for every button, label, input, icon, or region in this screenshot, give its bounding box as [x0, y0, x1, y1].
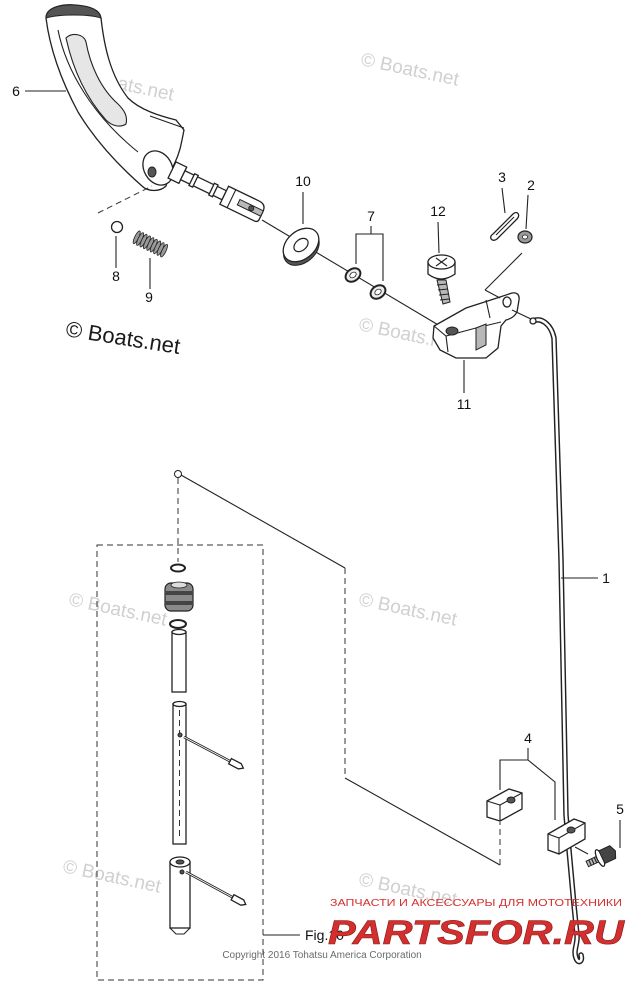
- assembly-line: [484, 289, 501, 299]
- callout-3[interactable]: 3: [498, 169, 506, 185]
- part-9-spring: [132, 230, 168, 258]
- callout-6[interactable]: 6: [12, 83, 20, 99]
- assembly-line: [574, 846, 589, 855]
- part-1-rod: [529, 317, 585, 965]
- assembly-line: [344, 777, 501, 866]
- callout-11[interactable]: 11: [457, 396, 472, 412]
- part-12-screw: [427, 254, 456, 305]
- partsfor-logo: ЗАПЧАСТИ И АКСЕССУАРЫ ДЛЯ МОТОТЕХНИКИ PA…: [328, 898, 626, 952]
- part-5-bolt: [585, 845, 617, 868]
- watermark-text: © Boats.net: [359, 49, 461, 90]
- callout-8[interactable]: 8: [112, 268, 120, 284]
- part-10-washer: [282, 227, 320, 266]
- callout-10[interactable]: 10: [295, 173, 311, 189]
- assembly-line: [97, 185, 153, 214]
- part-7-washers: [344, 267, 387, 300]
- callout-2[interactable]: 2: [527, 177, 535, 193]
- fig10-box: [96, 544, 264, 981]
- part-2-washer: [517, 230, 533, 244]
- part-6-lever-handle: [45, 4, 265, 223]
- watermark-text: © Boats.net: [67, 589, 169, 630]
- reference-point: [174, 470, 182, 478]
- fig10-parts: [164, 563, 247, 935]
- watermark-text: © Boats.net: [61, 856, 163, 897]
- part-3-clip: [490, 211, 520, 241]
- callout-12[interactable]: 12: [430, 203, 446, 219]
- callout-9[interactable]: 9: [145, 289, 153, 305]
- assembly-line: [484, 252, 523, 291]
- callout-5[interactable]: 5: [616, 801, 624, 817]
- logo-tagline: ЗАПЧАСТИ И АКСЕССУАРЫ ДЛЯ МОТОТЕХНИКИ: [330, 898, 622, 909]
- figure-label[interactable]: Fig.10: [305, 927, 344, 943]
- callout-4[interactable]: 4: [524, 730, 532, 746]
- logo-name: PARTSFOR.RU: [328, 914, 626, 952]
- assembly-line: [180, 474, 346, 569]
- watermarks: © Boats.net © Boats.net © Boats.net © Bo…: [61, 49, 461, 910]
- watermark-text: © Boats.net: [357, 589, 459, 630]
- part-8-ball: [110, 220, 124, 234]
- part-4-grommets: [486, 788, 586, 855]
- watermark-main: © Boats.net: [64, 316, 182, 359]
- copyright-text: Copyright 2016 Tohatsu America Corporati…: [222, 950, 421, 961]
- assembly-line: [511, 309, 534, 321]
- leader-lines: [25, 90, 621, 848]
- callout-7[interactable]: 7: [367, 208, 375, 224]
- callout-1[interactable]: 1: [602, 570, 610, 586]
